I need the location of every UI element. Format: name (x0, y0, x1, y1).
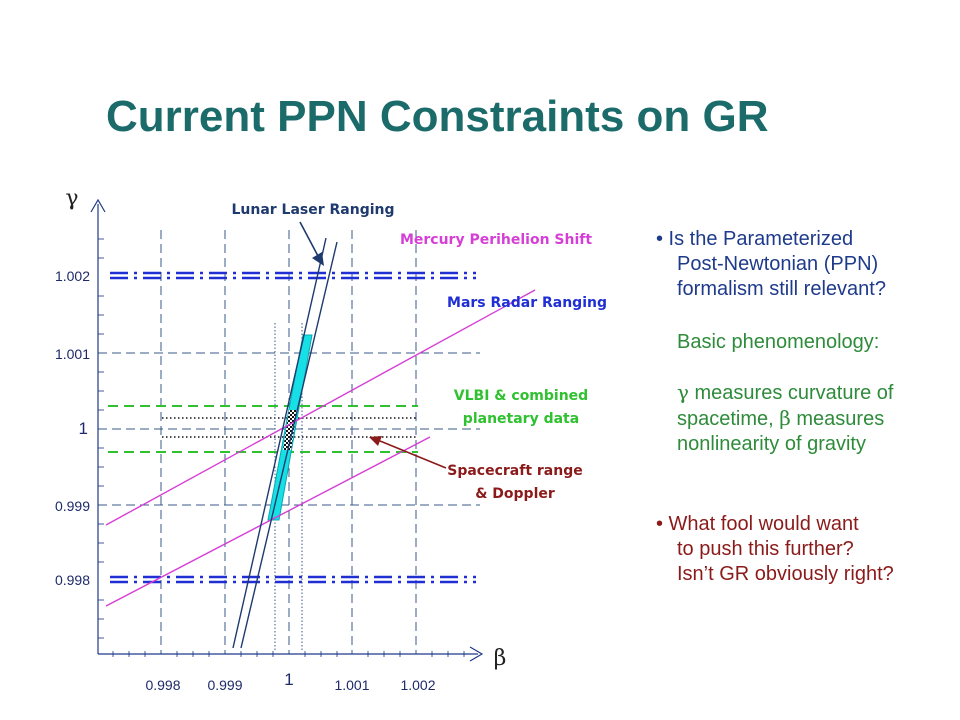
combined-constraint-region (283, 410, 297, 450)
question-push-line-3: Isn’t GR obviously right? (677, 563, 894, 585)
annotation-arrows (299, 221, 447, 469)
vlbi-bounds (108, 405, 418, 453)
beta-bound-lines (274, 323, 303, 651)
x-tick-1.001: 1.001 (334, 677, 369, 693)
question-ppn-line-3: formalism still relevant? (677, 278, 886, 300)
y-tick-1.001: 1.001 (55, 346, 90, 362)
x-tick-0.998: 0.998 (145, 677, 180, 693)
spacecraft-arrow (379, 440, 447, 469)
y-tick-1: 1 (79, 419, 88, 438)
beta-axis-label: β (494, 646, 507, 671)
lunar-laser-ranging-bounds (232, 237, 338, 649)
question-push-line-1: • What fool would want (656, 513, 859, 535)
question-push-line-2: to push this further? (677, 538, 854, 560)
y-tick-0.999: 0.999 (55, 498, 90, 514)
gamma-axis-label: γ (65, 186, 78, 211)
question-ppn-relevance: • Is the Parameterized Post-Newtonian (P… (656, 227, 886, 302)
llr-arrow (299, 221, 319, 257)
question-push-further: • What fool would want to push this furt… (656, 512, 894, 587)
vlbi-label-line1: VLBI & combined (454, 388, 588, 404)
phenomenology-line-3: nonlinearity of gravity (677, 433, 866, 455)
phenomenology-line-1: γ measures curvature of (677, 380, 894, 404)
mars-radar-bounds (110, 271, 476, 584)
mars-label: Mars Radar Ranging (447, 295, 607, 311)
vlbi-label-line2: planetary data (463, 411, 579, 427)
page-title: Current PPN Constraints on GR (106, 92, 769, 141)
spacecraft-arrowhead (369, 436, 382, 446)
x-tick-1: 1 (284, 670, 293, 689)
y-tick-1.002: 1.002 (55, 268, 90, 284)
spacecraft-label-line2: & Doppler (475, 486, 555, 502)
y-tick-0.998: 0.998 (55, 572, 90, 588)
question-ppn-line-2: Post-Newtonian (PPN) (677, 253, 879, 275)
gamma-symbol: γ (677, 380, 689, 404)
mercury-perihelion-bounds (105, 289, 536, 607)
x-tick-1.002: 1.002 (400, 677, 435, 693)
phenomenology-title: Basic phenomenology: (677, 331, 880, 353)
y-axis-minor-ticks (98, 238, 104, 639)
beta-symbol: β (779, 406, 791, 430)
question-ppn-line-1: • Is the Parameterized (656, 228, 854, 250)
llr-arrowhead (312, 252, 324, 266)
plot-axes (90, 198, 484, 662)
x-tick-0.999: 0.999 (207, 677, 242, 693)
spacecraft-label-line1: Spacecraft range (447, 463, 583, 479)
phenomenology-notes: Basic phenomenology: γ measures curvatur… (656, 330, 893, 457)
llr-label: Lunar Laser Ranging (231, 202, 394, 218)
mercury-label: Mercury Perihelion Shift (400, 232, 592, 248)
phenomenology-line-2: spacetime, β measures (677, 406, 885, 430)
